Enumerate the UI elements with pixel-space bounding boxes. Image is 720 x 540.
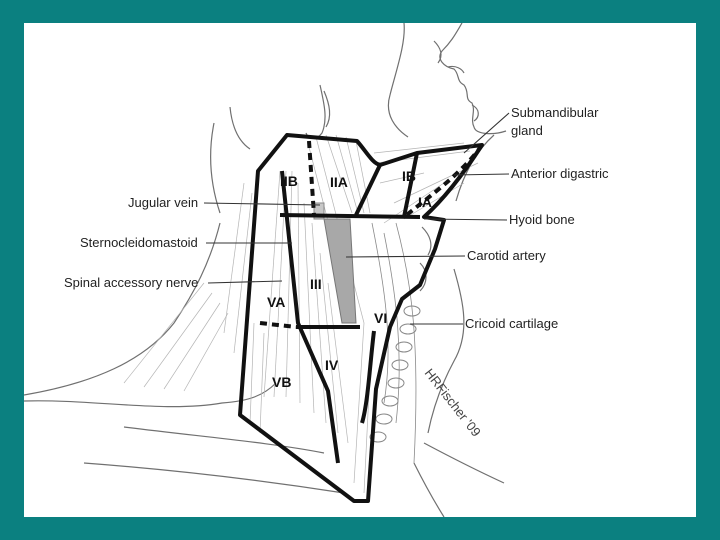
leader-jugular-vein <box>203 202 321 206</box>
neck-levels-diagram: IIB IIA IB IA III VA VI IV VB Jugular ve… <box>24 23 609 517</box>
diagram-frame: IIB IIA IB IA III VA VI IV VB Jugular ve… <box>24 23 696 517</box>
label-jugular-vein: Jugular vein <box>128 195 198 210</box>
level-vi: VI <box>374 310 387 326</box>
level-iii: III <box>310 276 322 292</box>
level-vb: VB <box>272 374 291 390</box>
level-iv: IV <box>325 357 339 373</box>
level-va: VA <box>267 294 285 310</box>
leader-carotid-artery <box>345 255 466 258</box>
leader-spinal-accessory-nerve <box>207 280 283 284</box>
level-iib: IIB <box>280 173 298 189</box>
head-sketch <box>210 23 507 434</box>
vessels <box>313 202 357 324</box>
level-iia: IIA <box>330 174 348 190</box>
level-boundaries <box>238 133 484 503</box>
level-ib: IB <box>402 168 416 184</box>
label-sternocleidomastoid: Sternocleidomastoid <box>80 235 198 250</box>
left-annotations: Jugular vein Sternocleidomastoid Spinal … <box>64 195 321 290</box>
label-anterior-digastric: Anterior digastric <box>511 166 609 181</box>
trachea-sketch <box>369 226 432 443</box>
artist-signature: HRFischer '09 <box>422 366 484 440</box>
level-ia: IA <box>418 194 432 210</box>
leader-submandibular <box>463 112 510 154</box>
label-carotid-artery: Carotid artery <box>467 248 546 263</box>
leader-anterior-digastric <box>453 173 510 176</box>
level-labels: IIB IIA IB IA III VA VI IV VB <box>267 168 432 390</box>
muscle-fibers <box>123 134 479 494</box>
label-hyoid-bone: Hyoid bone <box>509 212 575 227</box>
carotid-artery-shape <box>323 218 357 324</box>
label-spinal-accessory-nerve: Spinal accessory nerve <box>64 275 198 290</box>
leader-hyoid-bone <box>423 218 508 221</box>
label-cricoid-cartilage: Cricoid cartilage <box>465 316 558 331</box>
label-submandibular-line2: gland <box>511 123 543 138</box>
shoulder-sketch <box>24 222 505 517</box>
right-annotations: Submandibular gland Anterior digastric H… <box>345 105 609 331</box>
label-submandibular-line1: Submandibular <box>511 105 599 120</box>
